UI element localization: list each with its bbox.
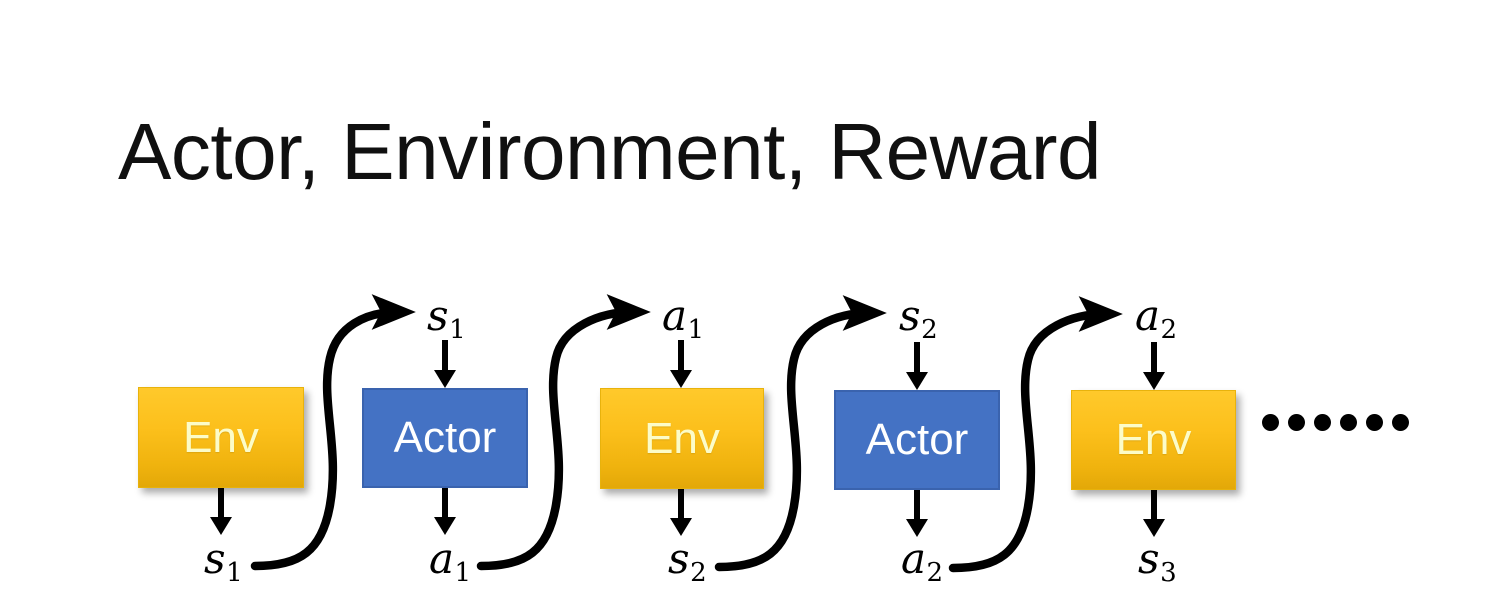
label-subscript: 1 <box>454 557 472 588</box>
label-subscript: 2 <box>921 314 938 345</box>
node-env-2[interactable]: Env <box>600 388 764 489</box>
label-bottom-a2: a2 <box>901 538 943 586</box>
ellipsis-dot <box>1340 414 1357 431</box>
label-top-a2: a2 <box>1135 295 1177 343</box>
node-env-3[interactable]: Env <box>1071 390 1236 490</box>
label-base: s <box>899 291 921 340</box>
label-top-a1: a1 <box>662 295 704 343</box>
label-base: s <box>427 291 449 340</box>
node-env-1[interactable]: Env <box>138 387 304 488</box>
label-base: s <box>204 534 226 583</box>
label-base: a <box>429 534 455 583</box>
ellipsis-dot <box>1392 414 1409 431</box>
label-bottom-s2: s2 <box>668 538 707 586</box>
label-subscript: 1 <box>226 557 243 588</box>
label-top-s2: s2 <box>899 295 938 343</box>
label-bottom-s1: s1 <box>204 538 243 586</box>
page-title: Actor, Environment, Reward <box>118 107 1101 196</box>
label-subscript: 1 <box>449 314 466 345</box>
label-bottom-a1: a1 <box>429 538 471 586</box>
ellipsis-dot <box>1314 414 1331 431</box>
node-label: Actor <box>393 413 497 462</box>
label-top-s1: s1 <box>427 295 466 343</box>
ellipsis-dot <box>1366 414 1383 431</box>
node-actor-1[interactable]: Actor <box>362 388 528 488</box>
label-subscript: 2 <box>690 557 707 588</box>
label-subscript: 2 <box>1160 314 1178 345</box>
ellipsis-continuation-icon <box>1262 414 1409 431</box>
label-base: s <box>668 534 690 583</box>
node-label: Actor <box>865 415 969 464</box>
label-base: a <box>662 291 688 340</box>
node-label: Env <box>183 412 259 462</box>
ellipsis-dot <box>1288 414 1305 431</box>
label-subscript: 3 <box>1160 557 1177 588</box>
node-label: Env <box>644 413 720 463</box>
ellipsis-dot <box>1262 414 1279 431</box>
node-label: Env <box>1115 415 1192 464</box>
label-subscript: 1 <box>687 314 705 345</box>
label-base: a <box>1135 291 1161 340</box>
label-base: a <box>901 534 927 583</box>
node-actor-2[interactable]: Actor <box>834 390 1000 490</box>
label-bottom-s3: s3 <box>1138 538 1177 586</box>
label-subscript: 2 <box>926 557 944 588</box>
label-base: s <box>1138 534 1160 583</box>
